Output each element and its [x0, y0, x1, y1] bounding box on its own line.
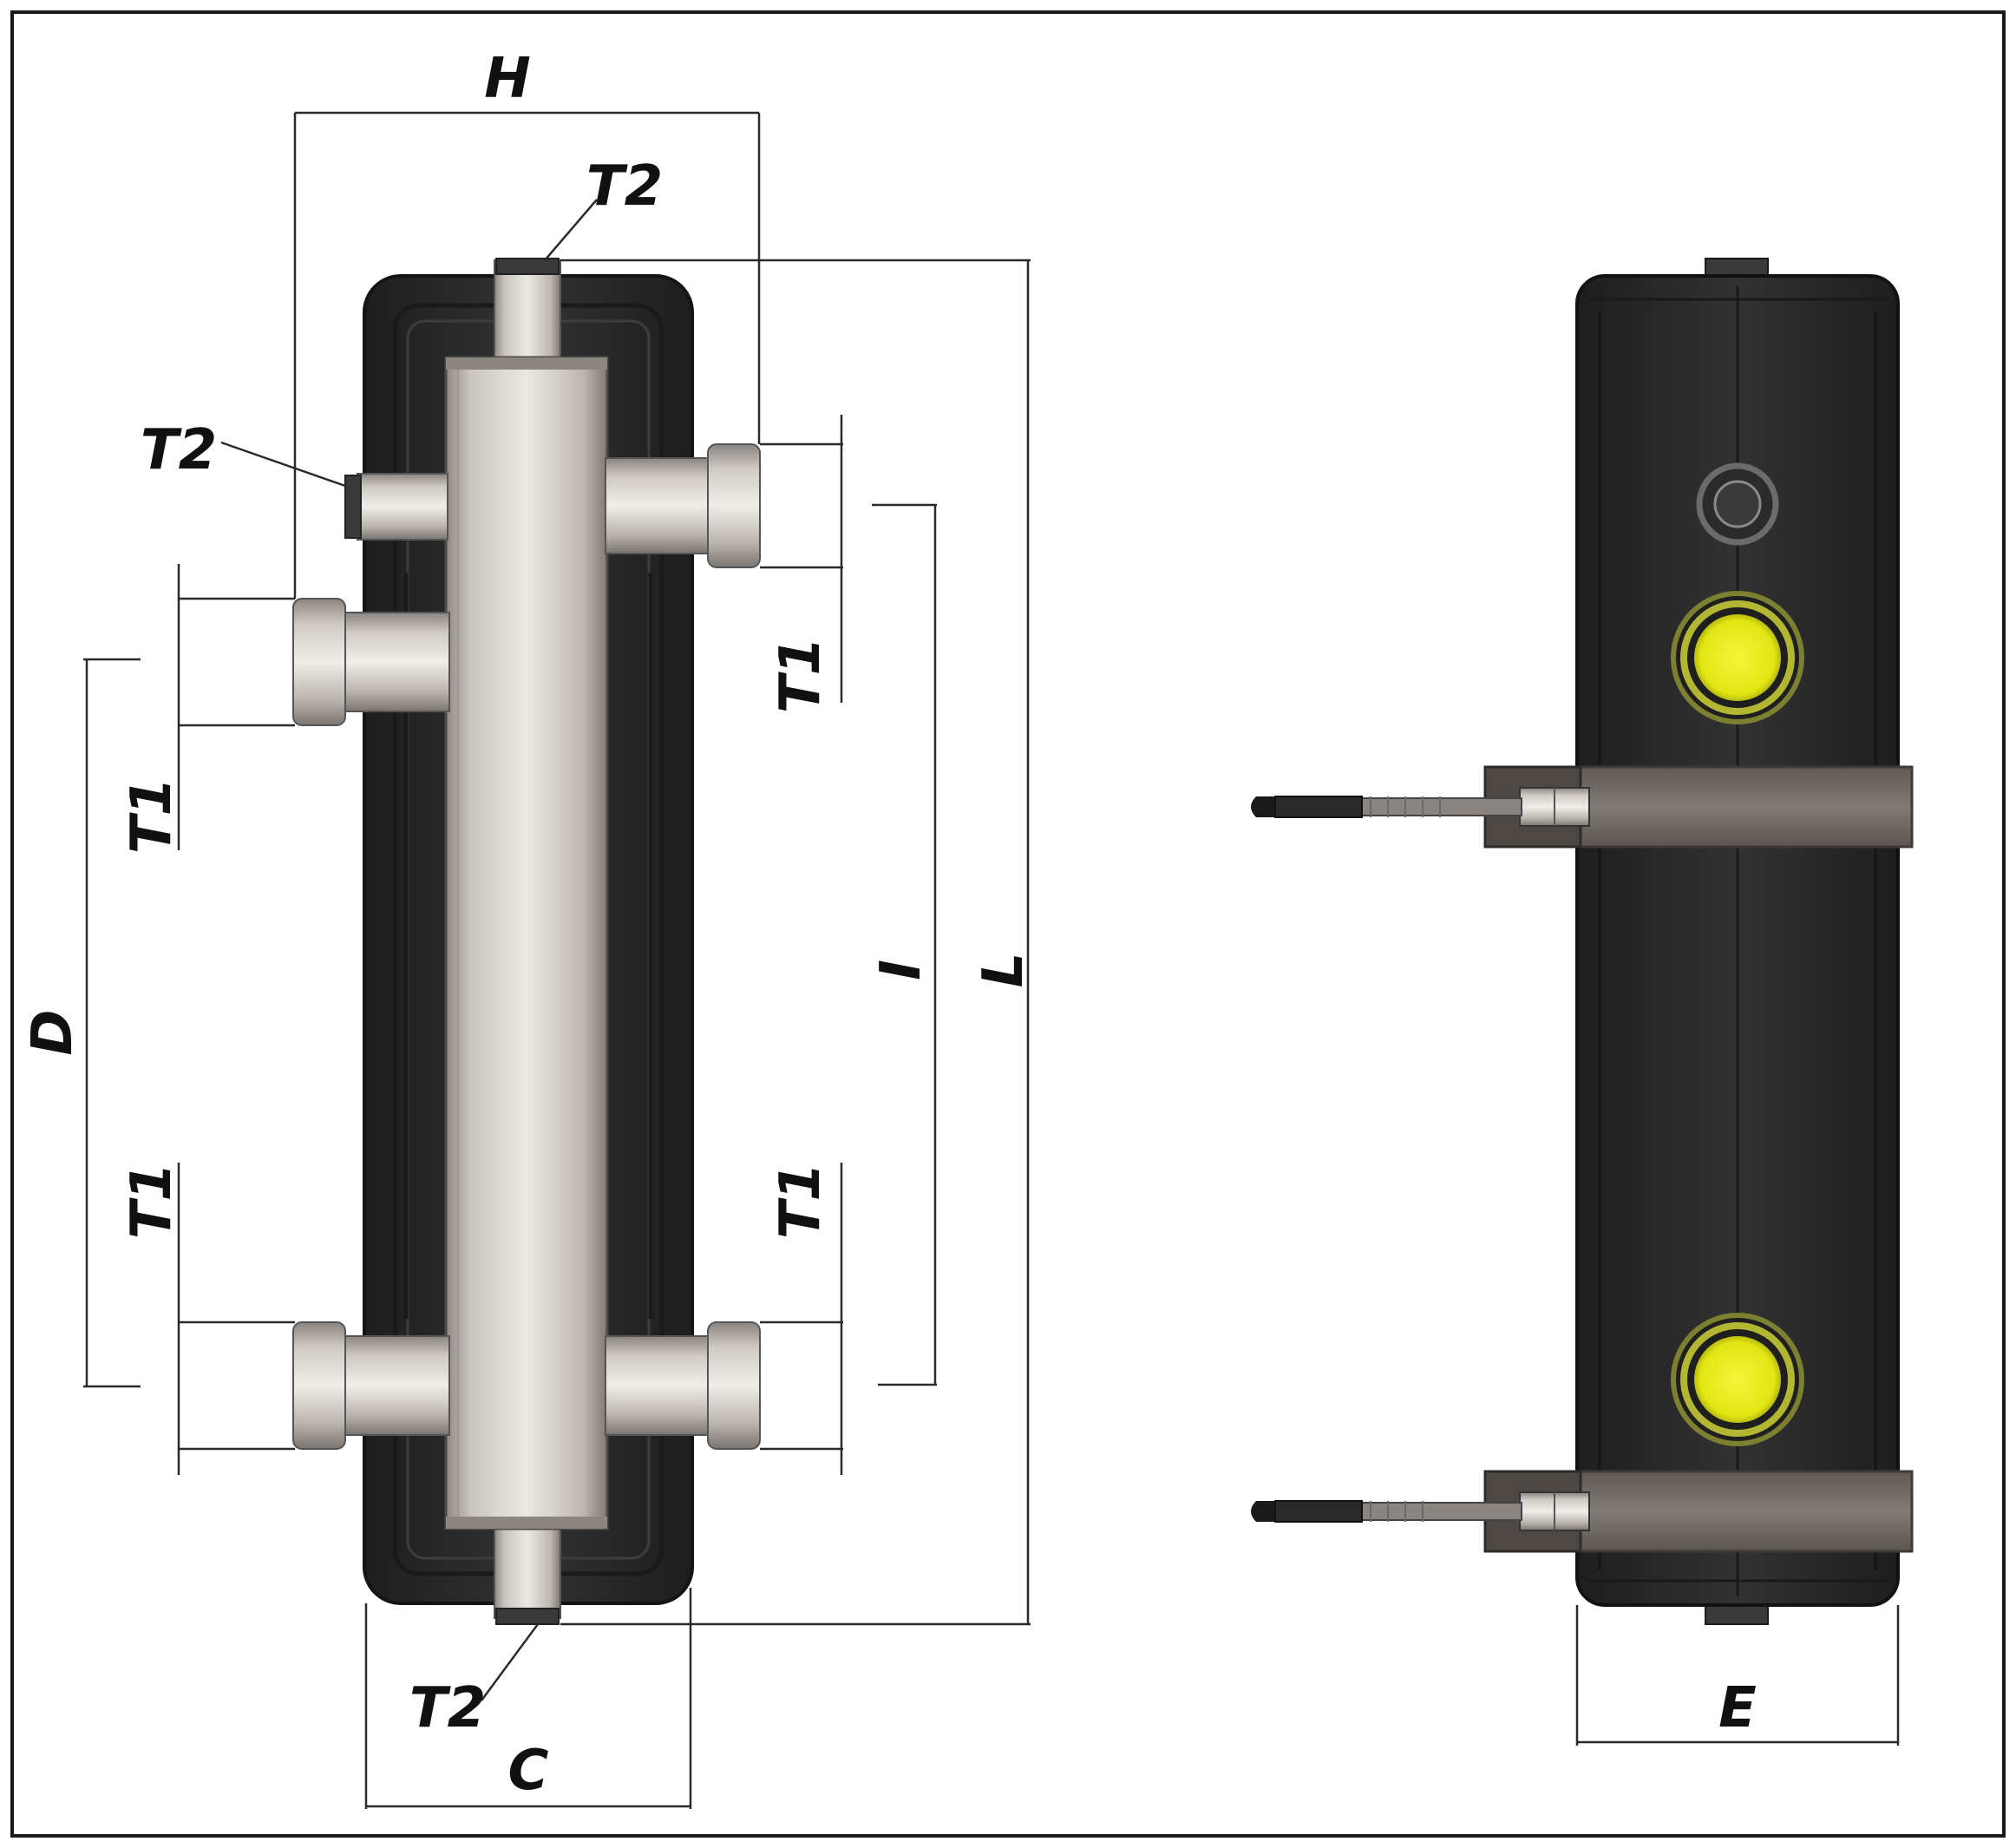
dim-label-t1-left-lower: T1: [120, 1163, 184, 1239]
front-bottom-t2-plug: [495, 1608, 560, 1625]
front-lower-left-nozzle-nut: [292, 1321, 346, 1450]
dim-label-i: I: [869, 960, 933, 980]
dim-label-h: H: [484, 47, 531, 111]
front-upper-left-t2-nozzle: [357, 473, 448, 541]
dim-label-l: L: [972, 953, 1036, 988]
side-lower-threaded-rod: [1352, 1502, 1522, 1521]
dim-label-t2-top: T2: [586, 154, 663, 219]
dim-label-t2-left: T2: [141, 418, 217, 482]
dim-label-t1-right-lower: T1: [769, 1163, 833, 1239]
front-bottom-port-pipe: [494, 1513, 561, 1619]
front-main-column: [444, 356, 609, 1530]
front-left-mid-nozzle: [336, 612, 450, 712]
dim-label-c: C: [508, 1739, 549, 1803]
side-upper-threaded-rod: [1352, 797, 1522, 816]
front-upper-right-nozzle: [605, 457, 712, 554]
front-top-port-pipe: [494, 259, 561, 365]
front-lower-right-nozzle-nut: [707, 1321, 761, 1450]
side-dimensions: E: [1575, 1605, 1900, 1746]
front-lower-left-nozzle: [336, 1335, 450, 1436]
front-dimensions: H L I D T1 T1 T1 T1: [21, 47, 1036, 1809]
dim-label-t1-left-upper: T1: [120, 777, 184, 854]
drawing-frame: [10, 10, 2006, 1838]
front-left-mid-nozzle-nut: [292, 598, 346, 726]
front-upper-right-nozzle-nut: [707, 443, 761, 568]
dim-label-e: E: [1718, 1676, 1757, 1740]
dim-label-d: D: [21, 1009, 85, 1055]
dim-label-t2-bottom: T2: [409, 1676, 486, 1740]
dim-label-t1-right-upper: T1: [769, 637, 833, 713]
front-view: [292, 258, 761, 1625]
side-view: [1251, 258, 1914, 1625]
front-top-t2-plug: [495, 258, 560, 275]
front-lower-right-nozzle: [605, 1335, 712, 1436]
